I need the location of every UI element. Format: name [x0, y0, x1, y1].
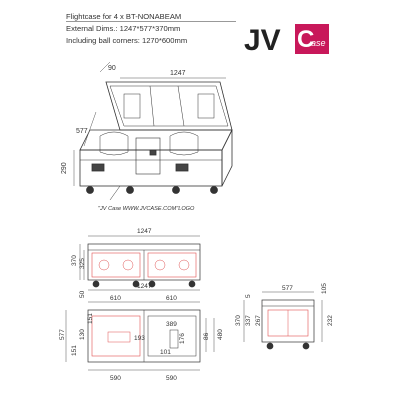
- side-dim-height-right: 232: [327, 315, 334, 326]
- side-dim-top-gap: 5: [245, 294, 252, 298]
- side-dim-width: 577: [282, 285, 293, 292]
- top-dim-right-lid: 610: [166, 295, 177, 302]
- brand-logo: JV C ase: [244, 24, 329, 57]
- side-wheel-right: [302, 342, 310, 350]
- top-dim-bottom-left: 590: [110, 375, 121, 382]
- iso-wheel-2: [126, 186, 134, 194]
- top-dim-left-a: 151: [71, 345, 78, 356]
- brand-jv-text: JV: [244, 24, 281, 57]
- iso-fixture-left: [99, 131, 129, 156]
- iso-leader: [109, 185, 121, 201]
- front-dim-length: 1247: [137, 228, 152, 235]
- iso-wheel-3: [172, 186, 180, 194]
- front-wheel-4: [188, 280, 196, 288]
- top-dim-bottom-right: 590: [166, 375, 177, 382]
- top-view: [65, 289, 215, 371]
- front-dim-height-total: 370: [71, 255, 78, 266]
- front-dim-height-base: 325: [79, 258, 86, 269]
- spec-dimensions: External Dims.: 1247*577*370mm: [66, 24, 181, 33]
- front-fixture-2: [122, 259, 134, 271]
- iso-latch: [149, 149, 157, 156]
- isometric-view: [79, 81, 233, 201]
- iso-dim-length: 1247: [170, 70, 186, 77]
- iso-lid-pocket-right: [197, 93, 215, 119]
- front-wheel-1: [92, 280, 100, 288]
- side-dim-height-total: 370: [235, 315, 242, 326]
- iso-dimensions: [73, 61, 226, 186]
- iso-dim-depth-top-line: [99, 61, 111, 73]
- top-dim-left-lid: 610: [110, 295, 121, 302]
- front-wheel-3: [148, 280, 156, 288]
- top-dim-left-c: 151: [87, 313, 94, 324]
- top-dim-overall: 1247: [137, 283, 152, 290]
- front-fixture-1: [98, 259, 110, 271]
- iso-center-compartment: [135, 137, 161, 175]
- iso-dim-depth-top: 90: [108, 65, 116, 72]
- brand-badge-letter: C: [297, 26, 314, 53]
- top-dim-left-b: 130: [79, 329, 86, 340]
- front-wheel-2: [132, 280, 140, 288]
- brand-badge: [295, 24, 329, 54]
- top-pocket: [107, 331, 131, 343]
- iso-lid-inner: [109, 85, 229, 127]
- spec-title: Flightcase for 4 x BT-NONABEAM: [66, 12, 182, 21]
- iso-wheel-4: [210, 186, 218, 194]
- iso-wheel-1: [86, 186, 94, 194]
- iso-dim-height: 290: [61, 162, 68, 174]
- iso-body-side: [221, 129, 233, 187]
- top-dim-pocket-b: 101: [160, 349, 171, 356]
- side-wheel-left: [266, 342, 274, 350]
- brand-badge-text: ase: [311, 38, 326, 48]
- iso-fixture-right: [169, 131, 199, 156]
- iso-lid-pocket-left: [123, 93, 141, 119]
- iso-lid-divider-1: [149, 85, 155, 127]
- top-dim-side-offset: 50: [79, 290, 86, 298]
- top-pocket-side: [169, 329, 179, 349]
- iso-lid-divider-2: [177, 85, 185, 127]
- top-dim-pocket-width: 193: [134, 335, 145, 342]
- top-dim-right-a: 86: [203, 332, 210, 340]
- top-compartment-right: [147, 315, 197, 357]
- top-dim-right-b: 480: [217, 329, 224, 340]
- iso-dim-width-line: [83, 111, 97, 147]
- top-dim-inner-width: 389: [166, 321, 177, 328]
- side-dim-height-a: 337: [245, 315, 252, 326]
- front-fixture-3: [154, 259, 166, 271]
- front-view: [79, 235, 201, 288]
- iso-handle-left: [91, 163, 105, 172]
- front-cutout-right: [147, 252, 197, 278]
- side-dim-height-b: 267: [255, 315, 262, 326]
- top-dim-depth: 577: [59, 329, 66, 340]
- iso-handle-right: [175, 163, 189, 172]
- spec-ball-corners: Including ball corners: 1270*600mm: [66, 36, 188, 45]
- logo-watermark-note: "JV Case WWW.JVCASE.COM"LOGO: [98, 206, 195, 212]
- iso-body-rim: [79, 129, 233, 151]
- top-cutout-left: [91, 315, 141, 357]
- side-dim-top-lid: 105: [321, 283, 328, 294]
- front-fixture-4: [178, 259, 190, 271]
- iso-dim-width: 577: [76, 128, 88, 135]
- header-rule: [66, 21, 236, 22]
- side-view: [243, 291, 323, 350]
- front-cutout-left: [91, 252, 141, 278]
- iso-lid-outer: [105, 81, 233, 131]
- side-outer: [261, 299, 315, 343]
- top-dim-pocket-depth: 176: [179, 333, 186, 344]
